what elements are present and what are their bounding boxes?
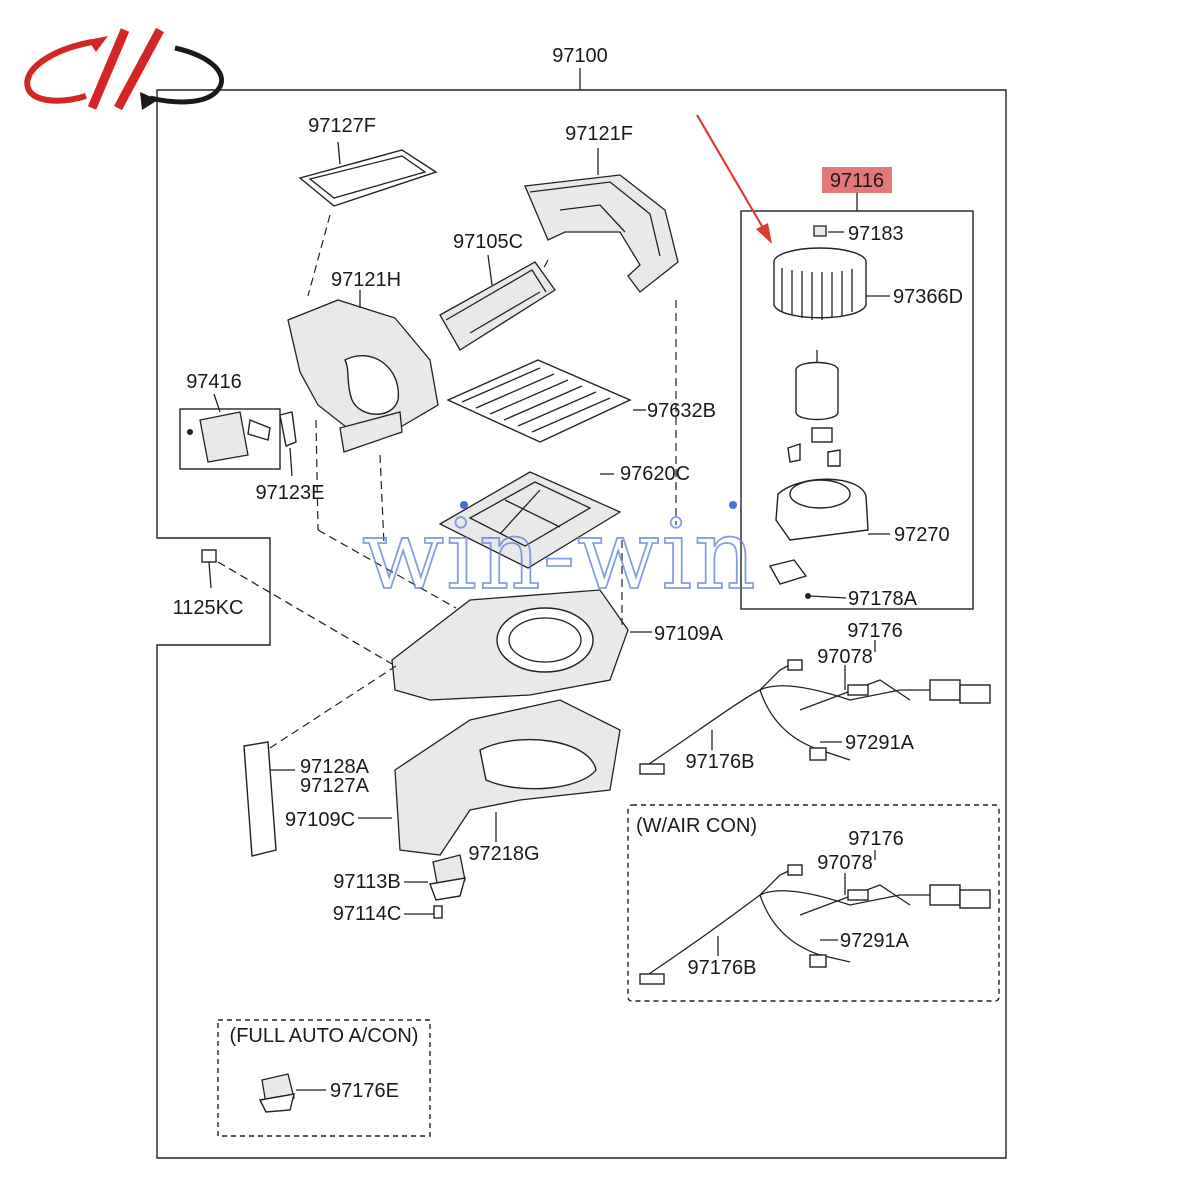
label-97366d: 97366D [893, 286, 963, 308]
main-assembly-frame [156, 89, 1007, 1159]
part-case-97109a [391, 540, 652, 701]
label-97105c: 97105C [453, 231, 523, 253]
label-aircon-97078: 97078 [817, 852, 873, 874]
part-blower-assembly-97116 [768, 225, 890, 599]
part-sensor-97176e [258, 1073, 326, 1113]
air-con-option-box [627, 804, 1000, 1002]
label-97183: 97183 [848, 223, 904, 245]
label-97128a: 97128A [300, 756, 370, 778]
watermark-text: win-win [362, 499, 758, 611]
part-lever-97123e [279, 411, 457, 609]
part-seal-97128a [243, 741, 277, 857]
part-harness-97176 [639, 640, 991, 775]
part-door-97105c [439, 254, 556, 351]
part-resistor-97113b [404, 812, 497, 919]
label-97178a: 97178A [848, 588, 918, 610]
label-97114c: 97114C [333, 903, 402, 925]
label-1125kc: 1125KC [173, 597, 244, 619]
label-aircon-97176b: 97176B [688, 957, 757, 979]
brand-logo [24, 27, 224, 111]
label-97121f: 97121F [565, 123, 633, 145]
part-seal-97127f [298, 141, 438, 297]
part-filter-97632b [446, 359, 646, 443]
label-97100: 97100 [552, 45, 608, 67]
label-aircon-97291a: 97291A [840, 930, 910, 952]
label-97176: 97176 [847, 620, 903, 642]
part-case-97121h [287, 290, 439, 453]
part-harness-aircon [639, 850, 991, 985]
label-97416: 97416 [186, 371, 242, 393]
label-97218g: 97218G [468, 843, 539, 865]
label-97121h: 97121H [331, 269, 401, 291]
bolt-1125kc [201, 549, 393, 665]
label-97620c: 97620C [620, 463, 690, 485]
label-97291a: 97291A [845, 732, 915, 754]
label-97109a: 97109A [654, 623, 724, 645]
part-actuator-97416 [187, 393, 271, 463]
label-97123e: 97123E [256, 482, 325, 504]
actuator-97416-box [179, 408, 281, 470]
part-housing-97109c [269, 665, 621, 856]
highlighted-part-tag [822, 167, 892, 193]
label-97078: 97078 [817, 646, 873, 668]
pointer-arrow [696, 114, 772, 244]
part-duct-97121f [524, 148, 679, 525]
label-97109c: 97109C [285, 809, 355, 831]
label-97127f: 97127F [308, 115, 376, 137]
label-97113b: 97113B [333, 871, 400, 893]
part-filter-frame-97620c [438, 471, 622, 569]
label-97176e: 97176E [330, 1080, 399, 1102]
label-97116: 97116 [830, 170, 884, 192]
label-aircon-97176: 97176 [848, 828, 904, 850]
label-97632b: 97632B [647, 400, 716, 422]
full-auto-option-box [217, 1019, 431, 1137]
label-97270: 97270 [894, 524, 950, 546]
label-fullauto-title: (FULL AUTO A/CON) [230, 1025, 419, 1047]
label-aircon-title: (W/AIR CON) [636, 815, 757, 837]
label-97176b: 97176B [686, 751, 755, 773]
label-97127a: 97127A [300, 775, 370, 797]
